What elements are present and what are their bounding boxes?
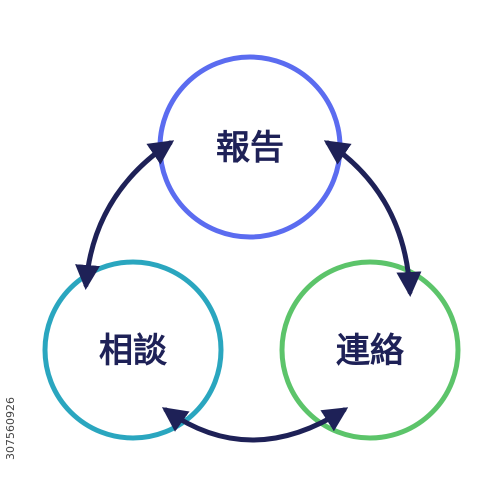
label-soudan: 相談 [99,331,168,371]
arrow-soudan-renraku [161,407,349,443]
watermark-stock-id: 307560926 [4,397,17,460]
label-houkoku: 報告 [216,128,284,168]
label-renraku: 連絡 [336,331,405,371]
arrow-houkoku-soudan [75,140,175,290]
arrow-houkoku-renraku [323,140,422,297]
